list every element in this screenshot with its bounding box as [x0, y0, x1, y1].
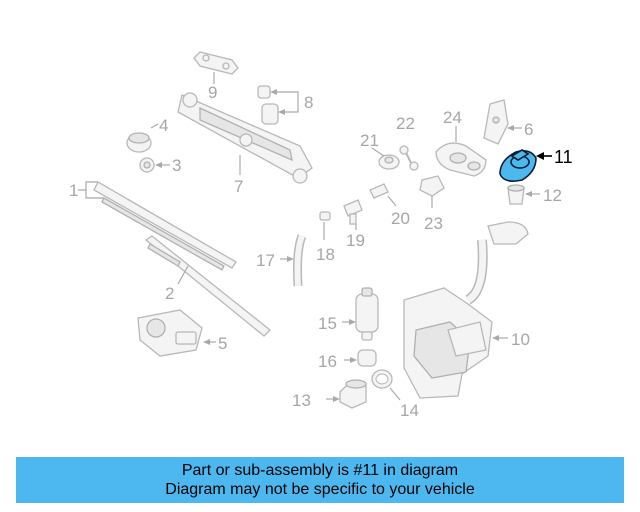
banner-line-part-info: Part or sub-assembly is #11 in diagram — [181, 462, 459, 479]
part-24-nozzle-cover — [435, 142, 487, 177]
info-banner: Part or sub-assembly is #11 in diagram D… — [16, 457, 624, 503]
part-9-bracket — [193, 51, 239, 75]
part-12-filler-cap — [507, 184, 525, 205]
part-13-sensor — [339, 379, 367, 409]
part-15-pump — [355, 287, 379, 341]
part-16-grommet — [357, 349, 377, 367]
part-19-nozzle — [343, 199, 363, 225]
part-21-grommet — [378, 154, 400, 170]
callout-2: 2 — [165, 284, 174, 303]
callout-23: 23 — [424, 214, 443, 233]
callout-12: 12 — [543, 186, 562, 205]
callout-11-highlighted: 11 — [554, 147, 573, 167]
callout-14: 14 — [400, 401, 419, 420]
part-3-nut — [139, 157, 155, 173]
part-1-wiper-blade — [93, 181, 237, 271]
parts-diagram: 1 2 3 4 5 6 7 8 9 10 11 12 13 14 15 16 1… — [69, 51, 573, 420]
callout-15: 15 — [318, 314, 337, 333]
part-2-wiper-arm — [144, 235, 271, 337]
part-18-pin — [319, 211, 331, 221]
callout-8: 8 — [304, 93, 313, 112]
part-6-bracket — [483, 99, 509, 145]
part-20-jet — [369, 183, 389, 199]
part-17-hose — [293, 234, 307, 287]
callout-18: 18 — [316, 245, 335, 264]
callout-5: 5 — [218, 334, 227, 353]
part-14-seal — [371, 369, 393, 389]
callout-3: 3 — [172, 156, 181, 175]
callout-6: 6 — [524, 120, 533, 139]
part-5-wiper-motor — [137, 309, 203, 357]
banner-line-disclaimer: Diagram may not be specific to your vehi… — [165, 481, 475, 498]
callout-22: 22 — [396, 114, 415, 133]
part-4-cap — [126, 132, 152, 153]
callout-21: 21 — [360, 131, 379, 150]
callout-24: 24 — [443, 108, 462, 127]
part-10-reservoir — [403, 221, 529, 399]
callout-16: 16 — [318, 352, 337, 371]
callout-7: 7 — [234, 177, 243, 196]
callout-9: 9 — [208, 83, 217, 102]
part-7-linkage — [177, 92, 313, 184]
callout-4: 4 — [159, 116, 168, 135]
part-23-connector — [419, 175, 445, 197]
callout-1: 1 — [69, 181, 78, 200]
part-11-highlighted — [499, 149, 537, 182]
callout-13: 13 — [292, 391, 311, 410]
callout-19: 19 — [346, 231, 365, 250]
callout-17: 17 — [256, 251, 275, 270]
callout-20: 20 — [391, 209, 410, 228]
part-22-hose — [399, 145, 419, 171]
callout-10: 10 — [511, 330, 530, 349]
part-8-bolts — [257, 85, 279, 125]
